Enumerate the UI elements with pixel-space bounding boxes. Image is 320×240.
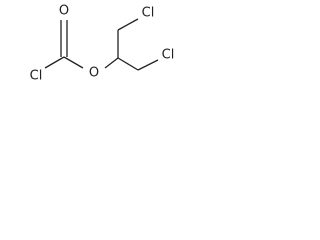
top-chlorine-label: Cl	[142, 6, 155, 21]
bottom-chlorine-label: Cl	[162, 48, 175, 63]
carbonyl-oxygen-label: O	[59, 4, 69, 19]
acyl-chlorine-label: Cl	[30, 69, 43, 84]
o-ch-bond	[104, 57, 119, 69]
ch2-cl-bottom-bond	[137, 59, 159, 71]
ester-oxygen-label: O	[89, 66, 99, 81]
c-cl-acyl-bond	[44, 56, 65, 69]
structural-formula: O Cl O Cl Cl	[30, 4, 175, 84]
ch2-cl-top-bond	[117, 18, 139, 31]
c-o-ester-bond	[63, 56, 84, 69]
ch-ch2-bottom-bond	[117, 57, 139, 71]
